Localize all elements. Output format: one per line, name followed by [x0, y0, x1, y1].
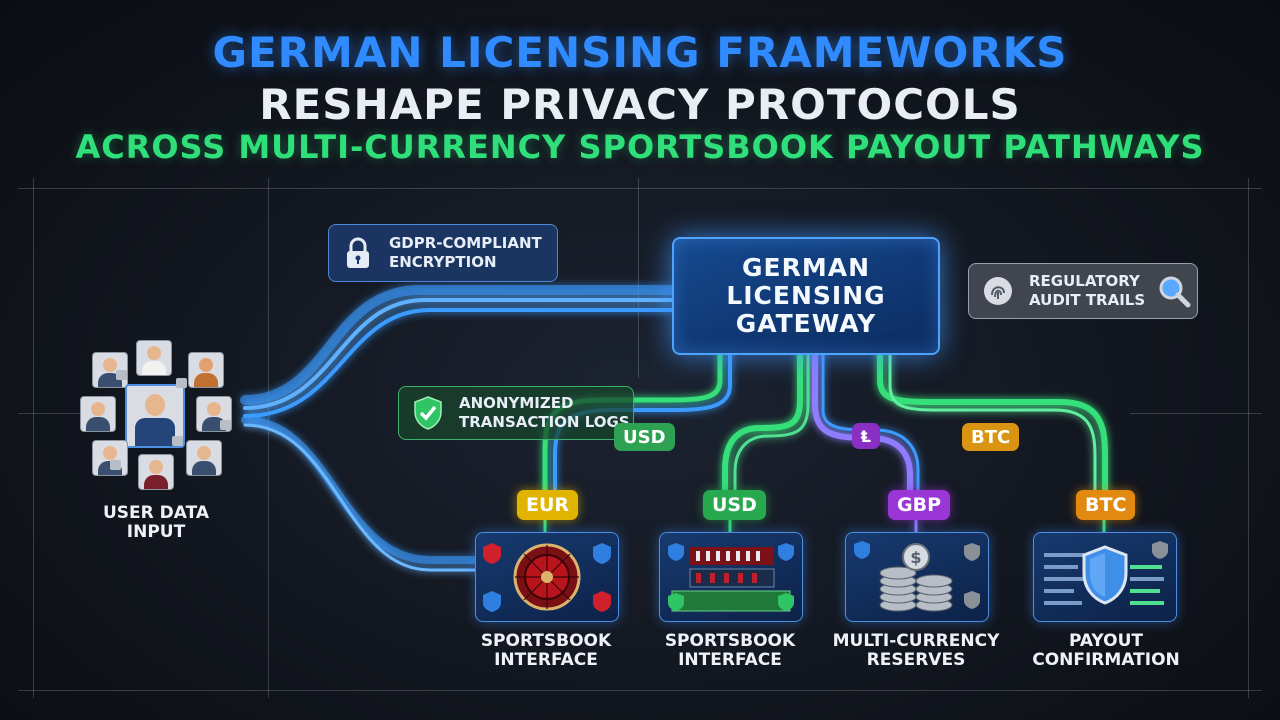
grid-line [1248, 178, 1249, 698]
destination-2-label: SPORTSBOOK INTERFACE [664, 631, 796, 670]
sportsbook-table-card [659, 532, 803, 622]
audit-callout: REGULATORY AUDIT TRAILS [968, 263, 1198, 319]
shield-document-icon [1044, 541, 1168, 605]
gbp-badge: GBP [888, 490, 951, 520]
flow-usd [733, 350, 810, 492]
shield-check-icon [407, 392, 449, 434]
flow-gbp [812, 349, 913, 493]
btc-path-badge: BTC [962, 423, 1020, 451]
user-avatar [188, 352, 224, 388]
flow-branch [241, 416, 479, 564]
title-line-3: ACROSS MULTI-CURRENCY SPORTSBOOK PAYOUT … [75, 128, 1205, 166]
lock-icon [116, 370, 127, 380]
title-line-2: RESHAPE PRIVACY PROTOCOLS [259, 80, 1021, 129]
flow-main [243, 298, 674, 410]
flow-main [240, 285, 677, 405]
eth-path-badge: Ⱡ [852, 423, 880, 449]
destination-3-label: MULTI-CURRENCY RESERVES [832, 631, 1000, 670]
audit-label: REGULATORY AUDIT TRAILS [1029, 272, 1146, 309]
roulette-wheel-icon [483, 543, 611, 612]
lock-icon [176, 378, 187, 388]
payout-confirmation-card [1033, 532, 1177, 622]
german-licensing-gateway: GERMAN LICENSING GATEWAY [672, 237, 940, 355]
anonymized-logs-callout: ANONYMIZED TRANSACTION LOGS [398, 386, 634, 440]
grid-line [268, 178, 269, 698]
user-avatar [92, 440, 128, 476]
padlock-icon [337, 232, 379, 274]
sportsbook-roulette-card [475, 532, 619, 622]
gateway-label: GERMAN LICENSING GATEWAY [726, 253, 886, 338]
user-cluster [80, 340, 236, 490]
user-avatar [80, 396, 116, 432]
grid-line [638, 178, 639, 378]
magnifier-icon [1153, 270, 1195, 312]
flow-usd [722, 349, 803, 493]
gdpr-callout: GDPR-COMPLIANT ENCRYPTION [328, 224, 558, 282]
flow-main [243, 308, 674, 418]
eur-badge: EUR [517, 490, 579, 520]
user-avatar [186, 440, 222, 476]
grid-line [18, 413, 88, 414]
lock-icon [110, 460, 121, 470]
title-line-1: GERMAN LICENSING FRAMEWORKS [212, 28, 1068, 77]
flow-btc [877, 349, 1108, 493]
gdpr-label: GDPR-COMPLIANT ENCRYPTION [389, 234, 542, 271]
usd-path-badge: USD [614, 423, 675, 451]
user-avatar [138, 454, 174, 490]
grid-line [1130, 413, 1262, 414]
betting-table-icon [668, 543, 794, 612]
grid-line [18, 690, 1262, 691]
btc-badge: BTC [1076, 490, 1136, 520]
anonymized-label: ANONYMIZED TRANSACTION LOGS [459, 394, 630, 431]
usd-badge: USD [703, 490, 766, 520]
destination-4-label: PAYOUT CONFIRMATION [1032, 631, 1180, 670]
lock-icon [220, 420, 231, 430]
flow-branch [243, 423, 477, 572]
fingerprint-icon [977, 270, 1019, 312]
grid-line [33, 178, 34, 698]
source-label: USER DATA INPUT [102, 503, 210, 542]
destination-1-label: SPORTSBOOK INTERFACE [480, 631, 612, 670]
grid-line [18, 188, 1262, 189]
lock-icon [172, 436, 183, 446]
flow-gbp [821, 350, 920, 492]
flow-btc [888, 350, 1097, 492]
user-avatar [136, 340, 172, 376]
coin-stack-icon: $ [854, 541, 980, 612]
reserves-card: $ [845, 532, 989, 622]
svg-text:$: $ [910, 548, 921, 567]
